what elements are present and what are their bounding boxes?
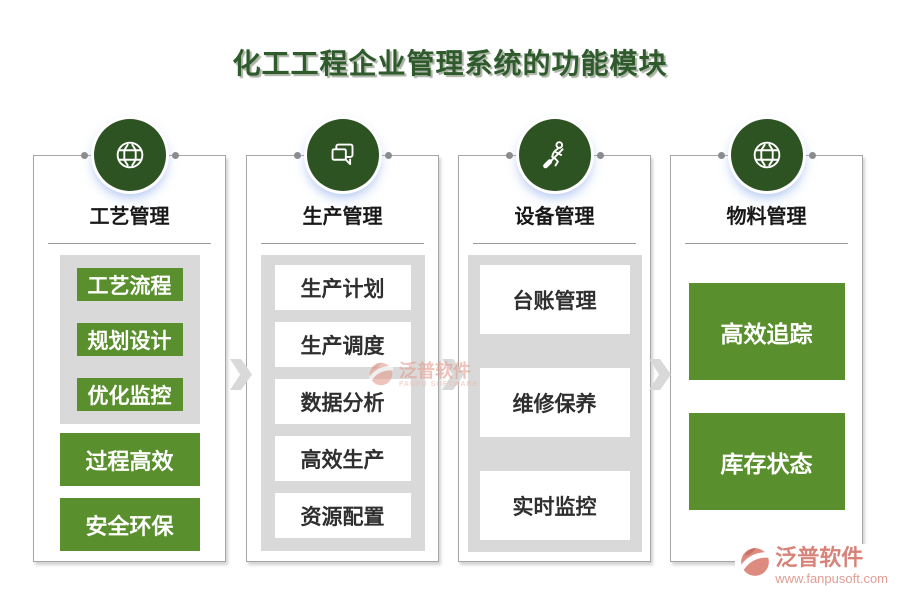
module-item: 资源配置 [274,493,411,538]
items-panel: 生产计划 生产调度 数据分析 高效生产 资源配置 [260,255,425,551]
connector-dot [80,152,88,159]
connector-dot [505,152,513,159]
chat-bubbles-icon [331,143,353,165]
connector-dot [293,152,301,159]
column-title: 生产管理 [302,206,383,228]
title-divider [261,243,424,244]
footer-items: 过程高效 安全环保 [34,433,225,551]
column-equipment-management: 设备管理 台账管理 维修保养 实时监控 [458,119,651,562]
connector-dot [171,152,179,159]
connector-dot [717,152,725,159]
column-material-management: 物料管理 高效追踪 库存状态 [670,119,863,562]
title-divider [48,243,211,244]
center-watermark: 泛普软件 FANPU SOFTWARE [368,361,478,388]
column-title: 设备管理 [514,206,595,228]
fanpu-logo-icon [740,548,771,576]
column-title: 物料管理 [726,206,807,228]
title-divider [685,243,848,244]
module-item: 实时监控 [479,471,630,540]
module-item: 安全环保 [59,498,200,551]
person-rowing-icon [542,141,564,169]
module-header-circle [93,119,166,191]
module-item: 库存状态 [688,413,845,510]
connector-dot [808,152,816,159]
module-item: 高效追踪 [688,283,845,380]
connector-dot [384,152,392,159]
connector-dot [596,152,604,159]
globe-icon [116,141,143,169]
footer-items: 高效追踪 库存状态 [671,283,862,510]
column-process-management: 工艺管理 工艺流程 规划设计 优化监控 过程高效 安全环保 [33,119,226,562]
column-production-management: 生产管理 生产计划 生产调度 数据分析 高效生产 资源配置 [246,119,439,562]
module-item: 优化监控 [76,378,183,411]
page-title: 化工工程企业管理系统的功能模块 [232,49,668,80]
module-item: 规划设计 [76,323,183,356]
module-item: 生产计划 [274,265,411,310]
globe-icon [753,141,780,169]
module-header-circle [730,119,803,191]
module-header-circle [306,119,379,191]
module-item: 工艺流程 [76,268,183,301]
footer-watermark: 泛普软件 www.fanpusoft.com [735,544,892,588]
watermark-brand: 泛普软件 [775,545,864,570]
flow-arrow-icon [442,359,464,390]
module-item: 台账管理 [479,265,630,334]
module-item: 维修保养 [479,368,630,437]
module-item: 生产调度 [274,322,411,367]
module-header-circle [518,119,591,191]
items-panel: 工艺流程 规划设计 优化监控 [59,255,200,424]
flow-arrow-icon [649,359,671,390]
title-divider [473,243,636,244]
fanpu-logo-icon [368,362,394,386]
flow-arrow-icon [230,359,252,390]
module-item: 高效生产 [274,436,411,481]
items-panel: 台账管理 维修保养 实时监控 [467,255,642,552]
watermark-url: www.fanpusoft.com [775,571,888,586]
module-item: 数据分析 [274,379,411,424]
column-title: 工艺管理 [89,206,170,228]
watermark-subtitle: FANPU SOFTWARE [399,381,479,388]
module-item: 过程高效 [59,433,200,486]
watermark-brand: 泛普软件 [399,361,471,381]
